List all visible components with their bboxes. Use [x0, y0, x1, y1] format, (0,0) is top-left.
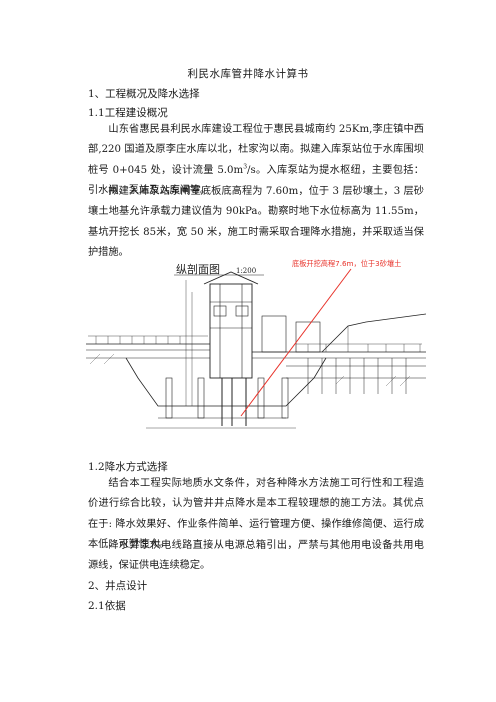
paragraph-overview-text-a: 山东省惠民县利民水库建设工程位于惠民县城南约 25Km,李庄镇中西部,220 国… [88, 124, 424, 176]
annotation-leader-line [240, 268, 352, 417]
longitudinal-section-figure: 纵剖面图 1:200 底板开挖高程7.6m，位于3砂壤土 [86, 256, 426, 446]
subsection-heading-1-2: 1.2降水方式选择 [88, 461, 168, 473]
subsection-heading-1-1: 1.1工程建设概况 [88, 107, 168, 119]
paragraph-foundation: 拟建入库泵站泵闸室底板底高程为 7.60m，位于 3 层砂壤土，3 层砂壤土地基… [88, 186, 424, 259]
excavation-annotation: 底板开挖高程7.6m，位于3砂壤土 [292, 259, 401, 268]
section-drawing: 纵剖面图 1:200 底板开挖高程7.6m，位于3砂壤土 [86, 259, 426, 429]
document-title: 利民水库管井降水计算书 [187, 68, 309, 80]
paragraph-project-overview: 山东省惠民县利民水库建设工程位于惠民县城南约 25Km,李庄镇中西部,220 国… [88, 120, 424, 202]
section-heading-2: 2、井点设计 [88, 580, 148, 592]
figure-caption: 纵剖面图 [176, 262, 220, 276]
section-heading-1: 1、工程概况及降水选择 [88, 88, 200, 100]
paragraph-dewatering-choice: 结合本工程实际地质水文条件，对各种降水方法施工可行性和工程造价进行综合比较，认为… [88, 478, 424, 551]
subsection-heading-2-1: 2.1依据 [88, 600, 126, 612]
unit-superscript: 3 [243, 163, 248, 171]
paragraph-overview-text-b: /s。入库泵站为提水枢纽，主要包括：引水闸、泵站及入库闸等。 [88, 164, 424, 197]
figure-scale: 1:200 [236, 267, 256, 275]
paragraph-power-supply: 降水井泵供电线路直接从电源总箱引出，严禁与其他用电设备共用电源线，保证供电连续稳… [88, 540, 424, 572]
